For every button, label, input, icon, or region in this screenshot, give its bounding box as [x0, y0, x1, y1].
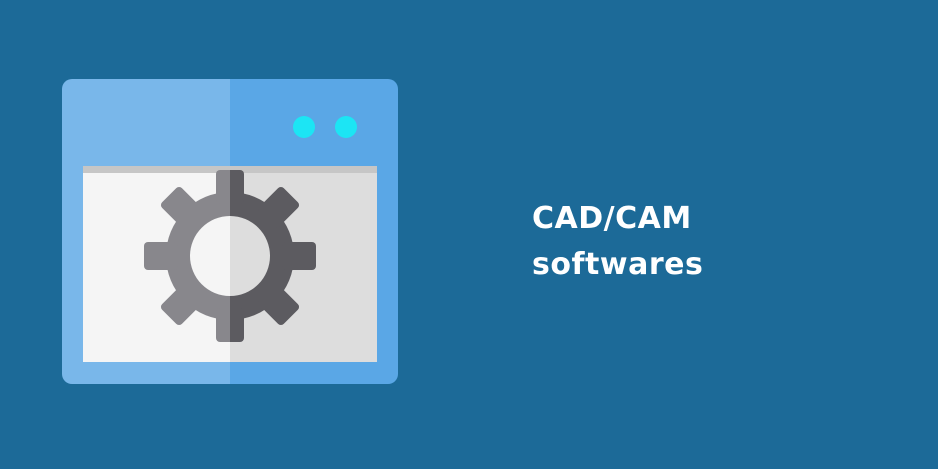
headline-line-1: CAD/CAM: [532, 201, 692, 236]
headline-line-2: softwares: [532, 247, 704, 282]
headline: CAD/CAM softwares: [532, 196, 892, 288]
window-dot: [335, 116, 357, 138]
settings-window-illustration: [62, 79, 398, 384]
settings-window-icon: [62, 79, 398, 384]
gear-icon: [144, 170, 316, 342]
window-dot: [293, 116, 315, 138]
